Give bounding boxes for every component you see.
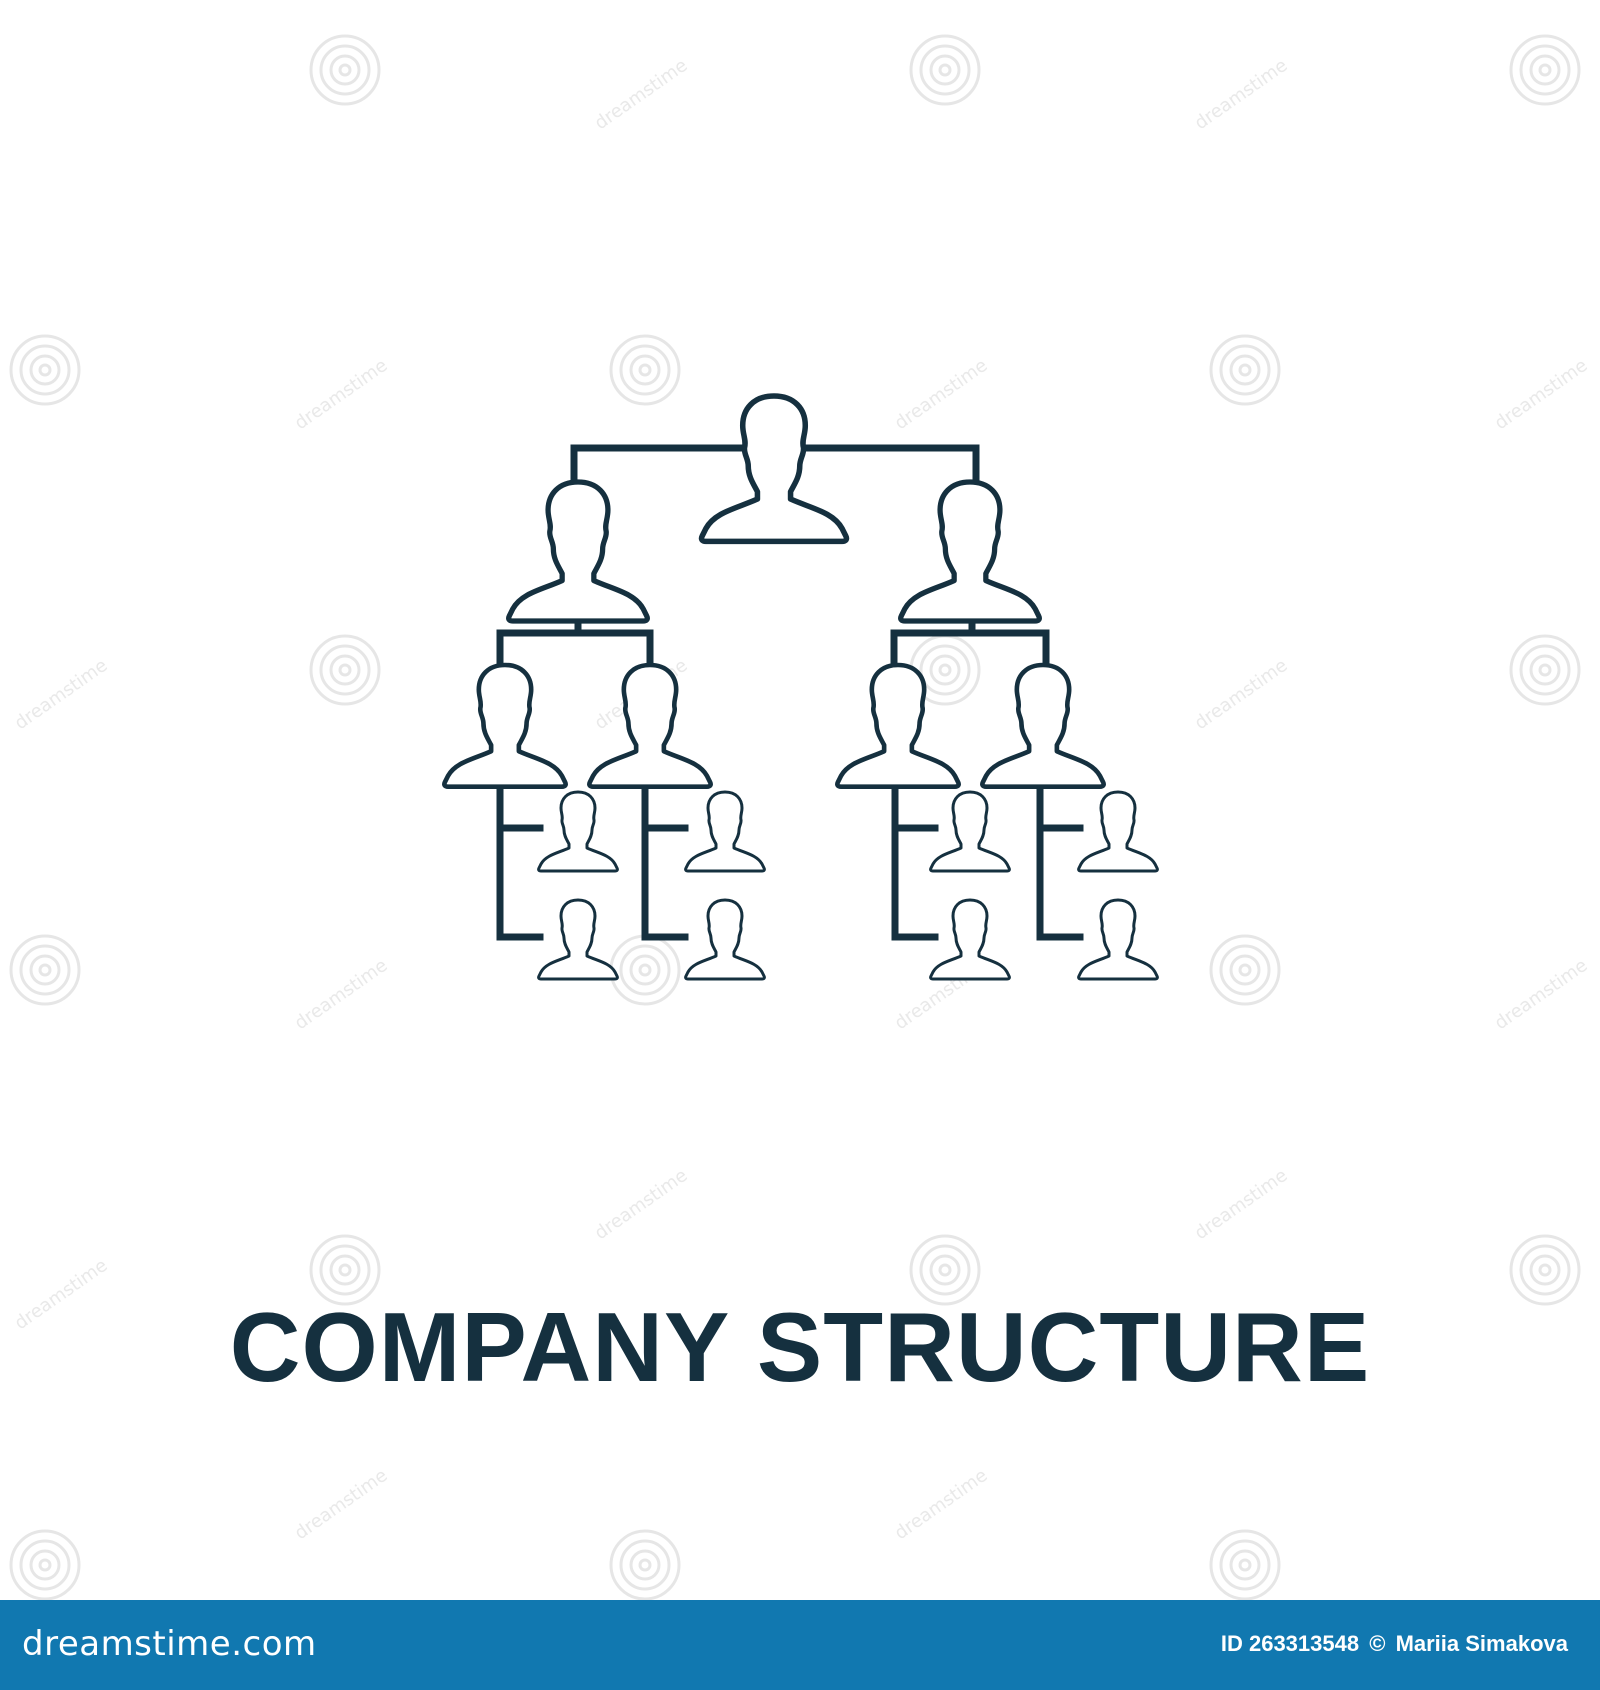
organization-chart-icon [0,0,1159,981]
connector-branch [641,774,689,941]
author-name[interactable]: Mariia Simakova [1395,1631,1568,1656]
connector-branch [891,774,939,941]
person-staff-icon [929,790,1011,873]
person-staff-icon [684,790,766,873]
person-lead-icon [444,665,565,787]
image-id: ID 263313548 [1220,1631,1360,1656]
footer-meta: ID 263313548 © Mariia Simakova [1217,1622,1568,1666]
person-lead-icon [982,665,1103,787]
person-staff-icon [684,898,766,981]
connector-branch [1036,774,1084,941]
person-staff-icon [1077,898,1159,981]
person-top-icon [702,396,847,541]
image-canvas: dreamstime dreamstime dreamstime dreamst… [0,0,1592,1600]
person-lead-icon [837,665,958,787]
person-lead-icon [589,665,710,787]
person-staff-icon [537,790,619,873]
person-manager-left-icon [509,482,648,621]
connector-lines [496,444,1084,941]
copyright-symbol: © [1369,1631,1386,1656]
footer-logo[interactable]: dreamstime.com [22,1624,317,1664]
caption-title: COMPANY STRUCTURE [229,1292,1371,1402]
person-manager-right-icon [901,482,1040,621]
person-staff-icon [929,898,1011,981]
person-staff-icon [1077,790,1159,873]
person-staff-icon [537,898,619,981]
connector-branch [496,774,544,941]
footer-bar: dreamstime.com ID 263313548 © Mariia Sim… [0,1600,1600,1690]
